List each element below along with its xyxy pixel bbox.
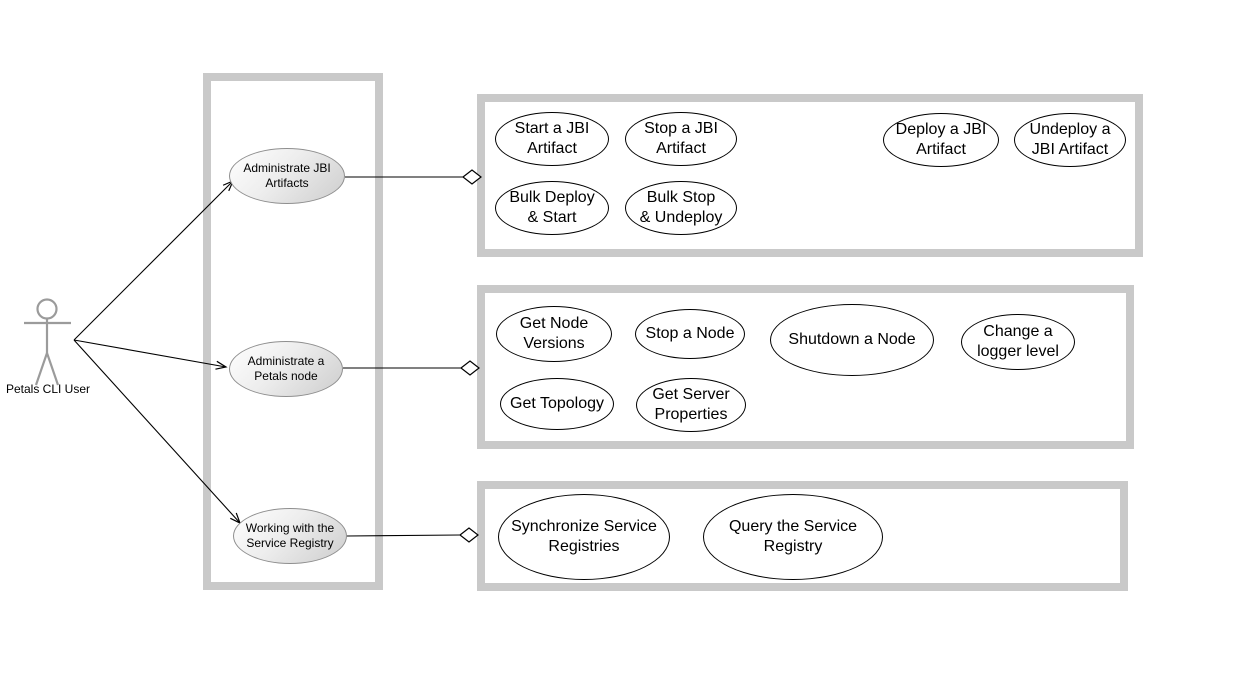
use-case-administrate-jbi-artifacts: Administrate JBI Artifacts bbox=[229, 148, 345, 204]
diamond-connector-registry bbox=[459, 527, 479, 543]
use-case-label: Get Server Properties bbox=[652, 386, 730, 423]
use-case-label: Stop a Node bbox=[645, 325, 735, 342]
use-case-stop-a-node: Stop a Node bbox=[635, 309, 745, 359]
use-case-label: Synchronize Service Registries bbox=[511, 518, 657, 555]
use-case-label: Stop a JBI Artifact bbox=[644, 120, 718, 157]
use-case-deploy-jbi-artifact: Deploy a JBI Artifact bbox=[883, 113, 999, 167]
use-case-stop-jbi-artifact: Stop a JBI Artifact bbox=[625, 112, 737, 166]
use-case-start-jbi-artifact: Start a JBI Artifact bbox=[495, 112, 609, 166]
use-case-label: Bulk Deploy & Start bbox=[509, 189, 595, 226]
use-case-label: Get Topology bbox=[510, 395, 604, 412]
use-case-query-service-registry: Query the Service Registry bbox=[703, 494, 883, 580]
use-case-bulk-stop-undeploy: Bulk Stop & Undeploy bbox=[625, 181, 737, 235]
use-case-label: Administrate a Petals node bbox=[247, 354, 325, 383]
use-case-change-logger-level: Change a logger level bbox=[961, 314, 1075, 370]
use-case-synchronize-service-registries: Synchronize Service Registries bbox=[498, 494, 670, 580]
use-case-label: Undeploy a JBI Artifact bbox=[1029, 121, 1111, 158]
use-case-label: Deploy a JBI Artifact bbox=[895, 121, 987, 158]
use-case-label: Get Node Versions bbox=[519, 315, 589, 352]
use-case-bulk-deploy-start: Bulk Deploy & Start bbox=[495, 181, 609, 235]
use-case-label: Shutdown a Node bbox=[788, 331, 916, 348]
use-case-shutdown-a-node: Shutdown a Node bbox=[770, 304, 934, 376]
use-case-undeploy-jbi-artifact: Undeploy a JBI Artifact bbox=[1014, 113, 1126, 167]
use-case-get-server-properties: Get Server Properties bbox=[636, 378, 746, 432]
use-case-label: Bulk Stop & Undeploy bbox=[639, 189, 723, 226]
use-case-working-with-service-registry: Working with the Service Registry bbox=[233, 508, 347, 564]
use-case-label: Working with the Service Registry bbox=[245, 521, 335, 550]
use-case-get-topology: Get Topology bbox=[500, 378, 614, 430]
use-case-label: Administrate JBI Artifacts bbox=[243, 161, 331, 190]
use-case-label: Change a logger level bbox=[977, 323, 1059, 360]
use-case-label: Query the Service Registry bbox=[728, 518, 858, 555]
use-case-administrate-petals-node: Administrate a Petals node bbox=[229, 341, 343, 397]
actor-icon bbox=[24, 298, 71, 386]
actor-label: Petals CLI User bbox=[5, 382, 91, 396]
use-case-get-node-versions: Get Node Versions bbox=[496, 306, 612, 362]
use-case-label: Start a JBI Artifact bbox=[514, 120, 590, 157]
